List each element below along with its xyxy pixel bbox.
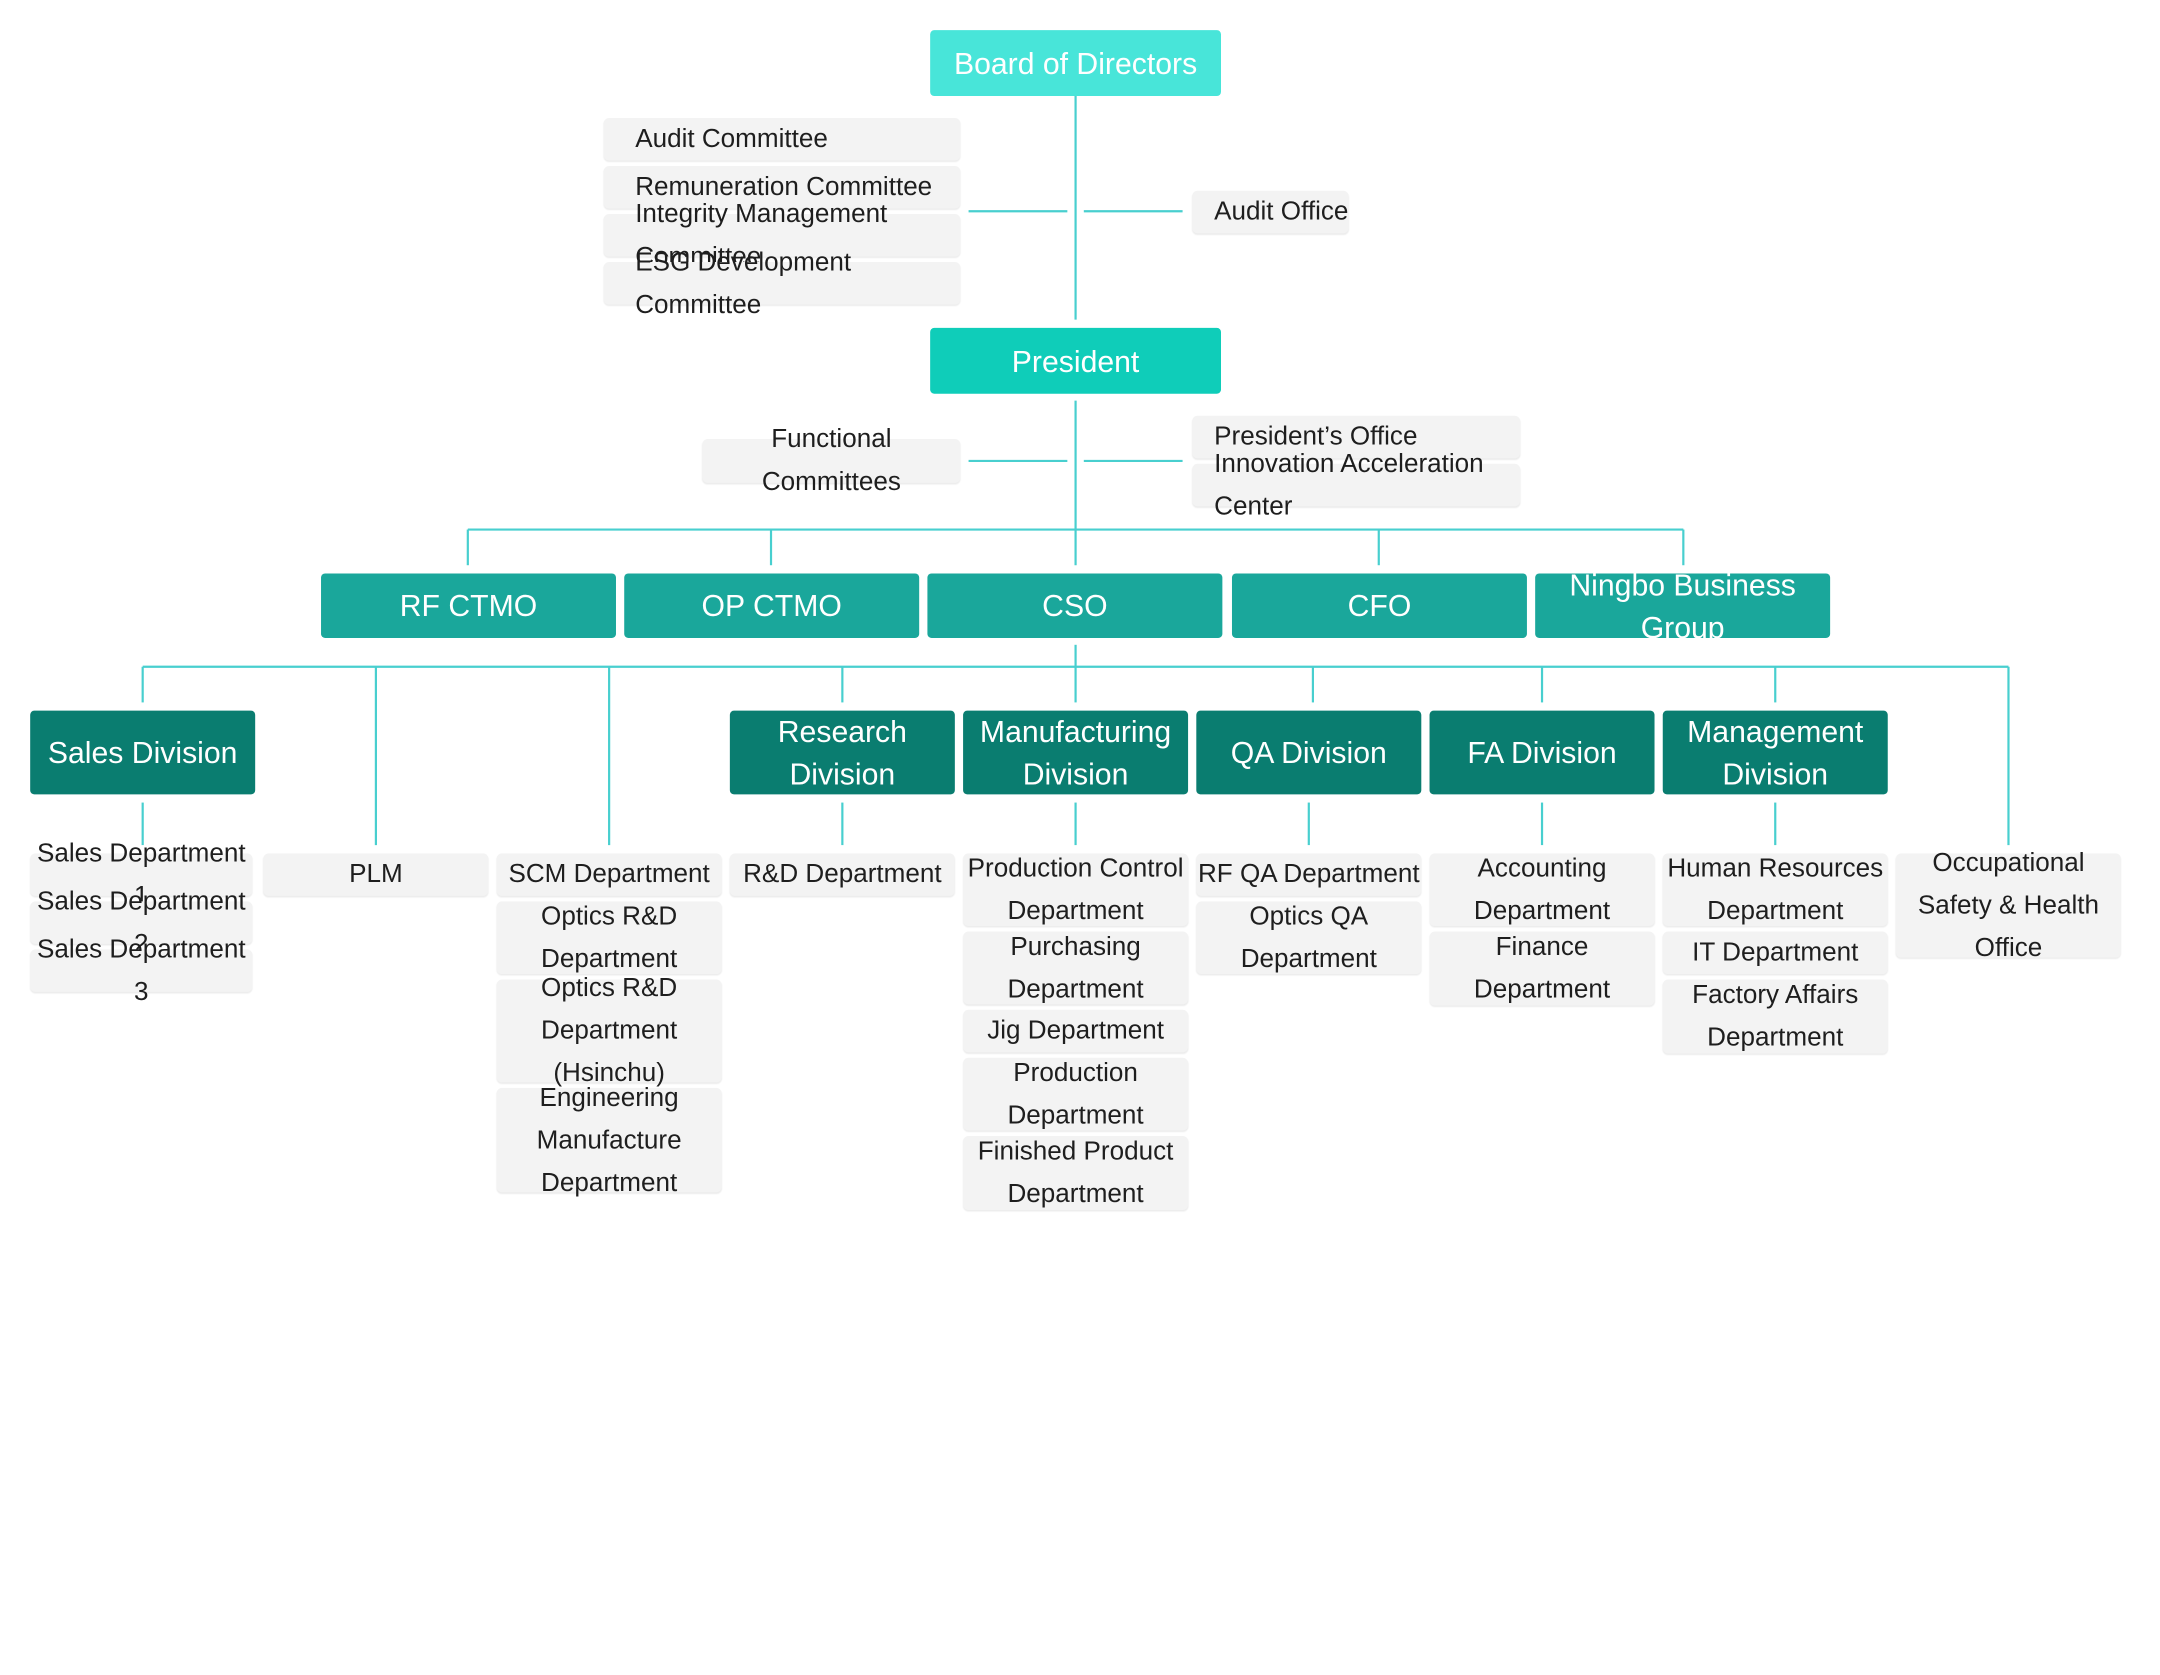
cfo-box: CFO (1231, 573, 1527, 638)
research-division-box: Research Division (729, 710, 955, 795)
engineering-manufacture-department-box: Engineering Manufacture Department (496, 1083, 722, 1197)
audit-office-box: Audit Office (1192, 190, 1349, 234)
plm-box: PLM (263, 853, 489, 896)
it-department-box: IT Department (1662, 931, 1888, 975)
sales-division-box: Sales Division (30, 710, 256, 795)
rf-ctmo-box: RF CTMO (321, 573, 616, 638)
connector-lines (141, 96, 2010, 846)
cso-box: CSO (927, 573, 1223, 638)
remuneration-committee-box: Remuneration Committee (603, 166, 961, 209)
production-department-box: Production Department (963, 1057, 1189, 1131)
president-box: President (930, 327, 1221, 394)
sales-department-2-box: Sales Department 2 (30, 887, 253, 958)
presidents-office-box: President’s Office (1192, 415, 1521, 459)
ningbo-business-group-box: Ningbo Business Group (1535, 567, 1831, 644)
audit-committee-box: Audit Committee (603, 117, 961, 161)
rf-qa-department-box: RF QA Department (1196, 853, 1422, 896)
finished-product-department-box: Finished Product Department (963, 1135, 1189, 1211)
management-division-box: Management Division (1662, 710, 1888, 795)
fa-division-box: FA Division (1429, 710, 1655, 795)
op-ctmo-box: OP CTMO (624, 573, 920, 638)
purchasing-department-box: Purchasing Department (963, 931, 1189, 1005)
optics-rd-hsinchu-box: Optics R&D Department (Hsinchu) (496, 974, 722, 1088)
optics-qa-department-box: Optics QA Department (1196, 901, 1422, 975)
qa-division-box: QA Division (1196, 710, 1422, 795)
human-resources-department-box: Human Resources Department (1662, 853, 1888, 927)
manufacturing-division-box: Manufacturing Division (963, 710, 1189, 795)
factory-affairs-department-box: Factory Affairs Department (1662, 979, 1888, 1054)
functional-committees-box: Functional Committees (702, 425, 961, 497)
sales-department-1-box: Sales Department 1 (30, 839, 253, 910)
rd-department-box: R&D Department (729, 853, 955, 896)
esg-development-committee-box: ESG Development Committee (603, 248, 961, 319)
optics-rd-department-box: Optics R&D Department (496, 901, 722, 975)
sales-department-3-box: Sales Department 3 (30, 935, 253, 1006)
occupational-safety-health-office-box: Occupational Safety & Health Office (1895, 849, 2121, 962)
finance-department-box: Finance Department (1429, 931, 1655, 1006)
production-control-department-box: Production Control Department (963, 853, 1189, 927)
scm-department-box: SCM Department (496, 853, 722, 896)
accounting-department-box: Accounting Department (1429, 853, 1655, 927)
innovation-acceleration-center-box: Innovation Acceleration Center (1192, 449, 1521, 521)
jig-department-box: Jig Department (963, 1009, 1189, 1053)
board-of-directors-box: Board of Directors (930, 30, 1221, 97)
